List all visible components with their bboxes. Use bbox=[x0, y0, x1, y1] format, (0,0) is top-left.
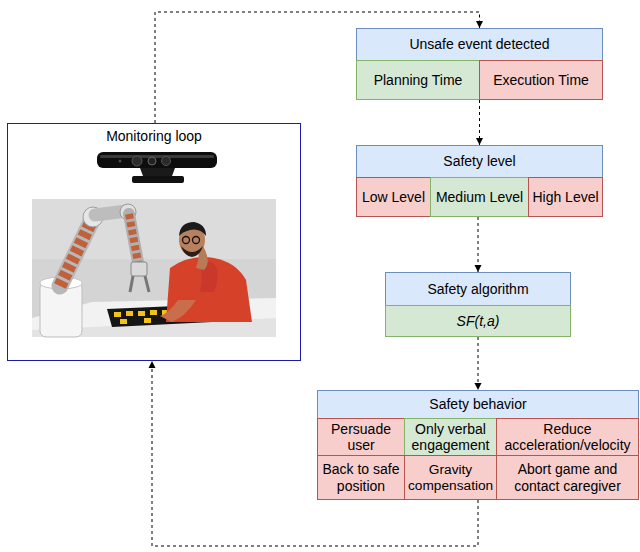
group-header: Safety behavior bbox=[317, 390, 639, 419]
cell-text: Persuade user bbox=[321, 421, 401, 453]
header-text: Safety behavior bbox=[429, 396, 526, 412]
cell-text: Planning Time bbox=[374, 72, 463, 88]
option-cell: Back to safe position bbox=[317, 455, 405, 500]
cell-text: Medium Level bbox=[436, 189, 523, 205]
cell-text: Low Level bbox=[362, 189, 425, 205]
group-header: Safety algorithm bbox=[385, 272, 571, 306]
group-header: Safety level bbox=[356, 145, 603, 178]
option-cell: Abort game and contact caregiver bbox=[496, 455, 639, 500]
dashed-arrow bbox=[478, 337, 479, 390]
cell-text: SF(t,a) bbox=[457, 313, 500, 329]
option-cell: Only verbal engagement bbox=[404, 418, 497, 456]
cell-text: Back to safe position bbox=[321, 461, 401, 493]
header-text: Safety algorithm bbox=[427, 281, 528, 297]
panel-title: Monitoring loop bbox=[8, 128, 300, 144]
option-cell: Planning Time bbox=[356, 60, 480, 100]
dashed-arrow bbox=[479, 100, 480, 145]
stage-group: Safety behaviorPersuade userOnly verbal … bbox=[317, 390, 639, 500]
cell-text: High Level bbox=[532, 189, 598, 205]
option-cell: Medium Level bbox=[430, 177, 529, 217]
stage-group: Safety levelLow Level Medium Level High Le… bbox=[356, 145, 603, 217]
cell-text: Execution Time bbox=[493, 72, 589, 88]
group-header: Unsafe event detected bbox=[356, 28, 603, 61]
cell-text: Only verbal engagement bbox=[408, 421, 493, 453]
robot-photo bbox=[32, 199, 276, 337]
stage-group: Safety algorithmSF(t,a) bbox=[385, 272, 571, 337]
option-cell: Low Level bbox=[356, 177, 431, 217]
kinect-sensor bbox=[97, 152, 217, 183]
option-cell: Persuade user bbox=[317, 418, 405, 456]
cell-text: Reduce acceleration/velocity bbox=[500, 421, 635, 453]
header-text: Unsafe event detected bbox=[409, 36, 549, 52]
stage-group: Unsafe event detectedPlanning Time Execut… bbox=[356, 28, 603, 100]
option-cell: Reduce acceleration/velocity bbox=[496, 418, 639, 456]
dashed-arrow bbox=[478, 217, 479, 272]
cell-text: Gravity compensation bbox=[408, 462, 493, 494]
header-text: Safety level bbox=[443, 153, 515, 169]
option-cell: SF(t,a) bbox=[385, 305, 571, 337]
cell-text: Abort game and contact caregiver bbox=[500, 461, 635, 493]
option-cell: Execution Time bbox=[479, 60, 603, 100]
option-cell: Gravity compensation bbox=[404, 455, 497, 500]
option-cell: High Level bbox=[528, 177, 603, 217]
monitoring-panel: Monitoring loop bbox=[7, 123, 301, 361]
